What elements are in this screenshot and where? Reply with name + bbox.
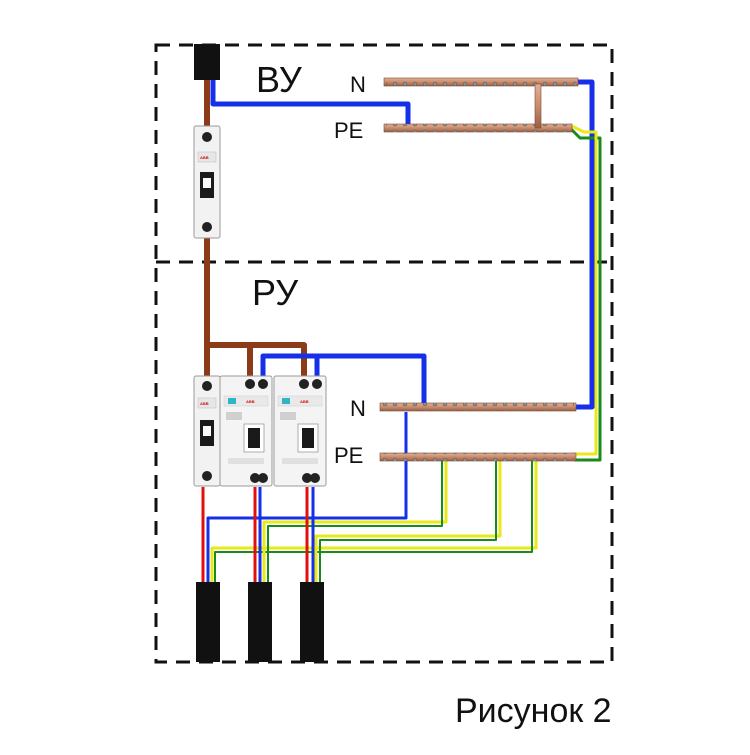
wire-circuit1-earth-yellow	[210, 460, 538, 585]
wire-neutral-trunk	[574, 79, 595, 410]
busbar-label-upper-n: N	[350, 72, 366, 97]
wire-circuit3-earth-yellow	[314, 460, 502, 585]
enclosure-frames	[154, 43, 614, 664]
wire-circuit2-earth-green	[267, 460, 443, 585]
breaker-lower: ABB	[193, 375, 221, 487]
busbar-link-upper	[534, 83, 542, 129]
input-cable	[194, 44, 220, 80]
wire-earth-trunk-yellow	[571, 124, 598, 456]
section-label-lower: РУ	[252, 272, 299, 313]
figure-caption: Рисунок 2	[455, 692, 612, 730]
output-cable-3	[300, 582, 324, 662]
wire-neutral-input	[210, 78, 411, 126]
wire-circuit3-earth-green	[319, 460, 497, 585]
wire-phase-distribution	[207, 342, 307, 378]
busbars	[379, 77, 579, 462]
busbar-lower-n	[379, 402, 577, 412]
busbar-label-lower-pe: PE	[334, 443, 363, 468]
wire-neutral-to-rcds	[260, 353, 427, 406]
section-label-upper: ВУ	[256, 59, 303, 100]
busbar-lower-pe	[379, 452, 577, 462]
busbar-label-lower-n: N	[350, 396, 366, 421]
busbar-label-upper-pe: PE	[334, 118, 363, 143]
output-cable-2	[248, 582, 272, 662]
main-breaker-upper: ABB	[193, 125, 221, 239]
rcbo2-brand-label: ABB	[300, 399, 309, 404]
breaker-lower-brand-label: ABB	[200, 401, 209, 406]
wire-circuit1-earth-green	[214, 460, 533, 585]
wire-circuit2-earth-yellow	[262, 460, 448, 585]
wire-earth-trunk-green	[568, 126, 602, 462]
output-cable-1	[196, 582, 220, 662]
busbar-upper-n	[383, 77, 579, 87]
rcbo-device-2: ABB	[273, 375, 327, 487]
enclosure-outer-frame	[154, 43, 614, 664]
main-breaker-brand-label: ABB	[200, 155, 209, 160]
rcbo1-brand-label: ABB	[246, 399, 255, 404]
busbar-upper-pe	[383, 123, 573, 133]
wires	[201, 78, 602, 585]
rcbo-device-1: ABB	[219, 375, 273, 487]
